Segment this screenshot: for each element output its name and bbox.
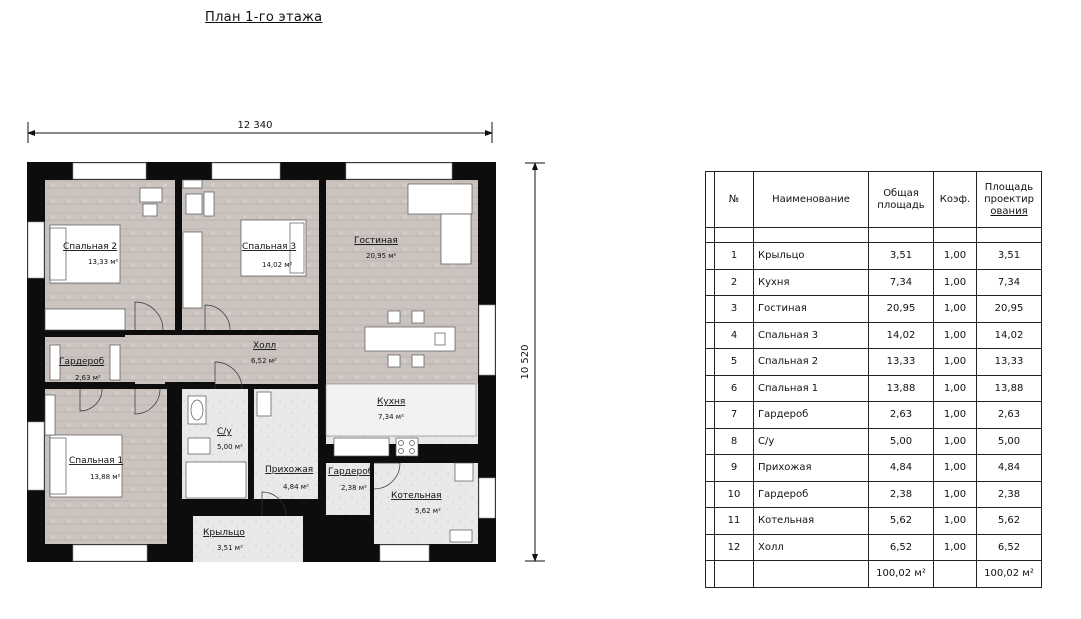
room-area-bedroom-1: 13,88 м²: [90, 473, 121, 481]
door-swings: [79, 301, 401, 517]
header-coef: Коэф.: [933, 171, 977, 228]
windows: [27, 162, 496, 562]
interior-walls: [45, 180, 478, 562]
room-name-bedroom-1: Спальная 1: [69, 456, 123, 466]
header-num: №: [714, 171, 754, 228]
room-name-bedroom-3: Спальная 3: [242, 242, 296, 252]
room-area-entrance: 4,84 м²: [283, 483, 309, 491]
room-floor-hall: [125, 335, 318, 384]
header-name: Наименование: [753, 171, 869, 228]
kitchen-counter: [325, 383, 477, 437]
room-name-bathroom: С/у: [217, 427, 232, 437]
room-name-wardrobe-1: Гардероб: [59, 357, 105, 367]
table-total-row: 100,02 м² 100,02 м²: [705, 560, 1042, 588]
room-name-porch: Крыльцо: [203, 528, 245, 538]
room-name-hall: Холл: [253, 341, 276, 351]
room-area-bathroom: 5,00 м²: [217, 443, 243, 451]
furniture: [44, 179, 474, 543]
total-proj: 100,02 м²: [976, 560, 1042, 588]
room-floor-wardrobe-2: [326, 463, 370, 515]
room-area-wardrobe-1: 2,63 м²: [75, 374, 101, 382]
room-area-bedroom-3: 14,02 м²: [262, 261, 293, 269]
room-name-kitchen: Кухня: [377, 397, 405, 407]
room-area-boiler: 5,62 м²: [415, 507, 441, 515]
room-area-bedroom-2: 13,33 м²: [88, 258, 119, 266]
total-area: 100,02 м²: [868, 560, 934, 588]
room-name-entrance: Прихожая: [265, 465, 313, 475]
room-area-wardrobe-2: 2,38 м²: [341, 484, 367, 492]
width-dimension: 12 340: [238, 120, 273, 131]
floor-plan: 12 340 10 520: [27, 120, 545, 562]
plan-title: План 1-го этажа: [205, 10, 323, 25]
room-name-wardrobe-2: Гардероб: [328, 467, 374, 477]
room-area-living: 20,95 м²: [366, 252, 397, 260]
room-name-living: Гостиная: [354, 236, 398, 246]
room-area-kitchen: 7,34 м²: [378, 413, 404, 421]
room-name-boiler: Котельная: [391, 491, 442, 501]
height-dimension: 10 520: [520, 345, 531, 380]
room-name-bedroom-2: Спальная 2: [63, 242, 117, 252]
room-area-porch: 3,51 м²: [217, 544, 243, 552]
room-area-hall: 6,52 м²: [251, 357, 277, 365]
